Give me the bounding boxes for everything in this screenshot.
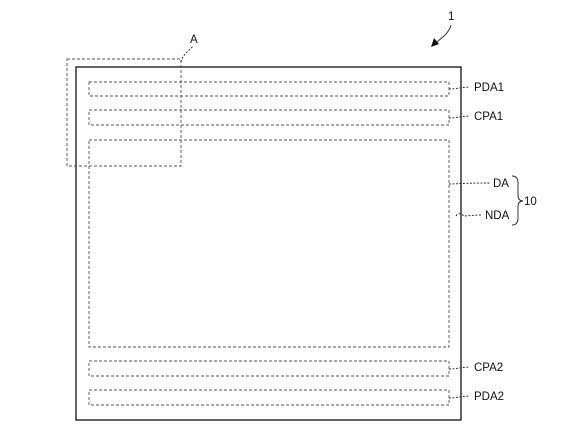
detail-a-leader xyxy=(180,45,194,63)
leader-cpa2 xyxy=(448,366,471,370)
region-pda1 xyxy=(88,81,450,97)
label-pda2: PDA2 xyxy=(474,391,504,403)
label-cpa1: CPA1 xyxy=(474,111,503,123)
region-pda2 xyxy=(88,389,450,406)
group-numeral-10: 10 xyxy=(524,196,537,208)
label-pda1: PDA1 xyxy=(474,82,504,94)
leader-cpa1 xyxy=(448,115,471,119)
reference-arrowhead xyxy=(431,38,439,47)
label-nda: NDA xyxy=(485,210,510,222)
leader-nda xyxy=(455,213,483,217)
reference-numeral-1: 1 xyxy=(448,11,454,23)
leader-da xyxy=(448,182,491,185)
label-da: DA xyxy=(493,178,509,190)
leader-pda2 xyxy=(448,395,471,399)
group-brace xyxy=(511,175,524,226)
detail-a-label: A xyxy=(190,34,198,46)
region-cpa1 xyxy=(88,109,450,126)
region-da xyxy=(88,139,450,348)
leader-pda1 xyxy=(448,86,471,90)
substrate-outline xyxy=(75,66,462,421)
region-cpa2 xyxy=(88,360,450,377)
label-cpa2: CPA2 xyxy=(474,362,503,374)
detail-area-a xyxy=(66,58,182,167)
